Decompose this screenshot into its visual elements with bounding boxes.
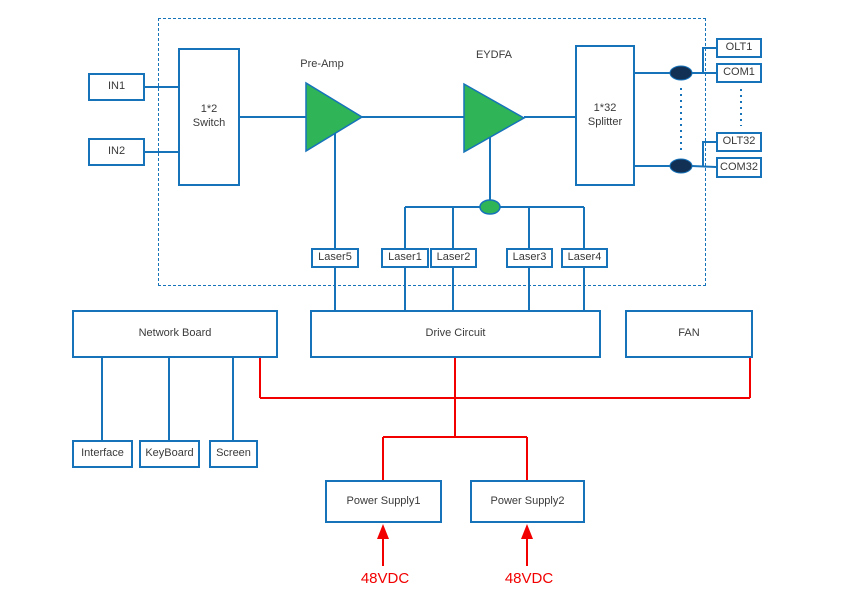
screen-box: Screen: [209, 440, 258, 468]
laser5-box: Laser5: [311, 248, 359, 268]
network-board-box: Network Board: [72, 310, 278, 358]
preamp-amplifier-icon: [305, 81, 364, 153]
interface-box: Interface: [72, 440, 133, 468]
red-power-lines: [259, 358, 751, 566]
eydfa-label: EYDFA: [475, 49, 513, 61]
switch-label-line2: Switch: [192, 117, 226, 129]
olt1-box: OLT1: [716, 38, 762, 58]
olt32-box: OLT32: [716, 132, 762, 152]
wdm-combiner-bottom-icon: [669, 158, 693, 174]
blue-connection-lines: [101, 47, 717, 440]
vdc-label-2: 48VDC: [504, 570, 554, 587]
in1-box: IN1: [88, 73, 145, 101]
laser1-box: Laser1: [381, 248, 429, 268]
eydfa-amplifier-icon: [463, 82, 526, 154]
switch-box: 1*2 Switch: [178, 48, 240, 186]
splitter-label-line1: 1*32: [593, 101, 617, 114]
com32-box: COM32: [716, 157, 762, 178]
vdc-label-1: 48VDC: [360, 570, 410, 587]
splitter-box: 1*32 Splitter: [575, 45, 635, 186]
laser4-box: Laser4: [561, 248, 608, 268]
fan-box: FAN: [625, 310, 753, 358]
laser2-box: Laser2: [430, 248, 477, 268]
power-arrow-1-icon: [377, 524, 389, 539]
drive-circuit-box: Drive Circuit: [310, 310, 601, 358]
in2-box: IN2: [88, 138, 145, 166]
preamp-label: Pre-Amp: [300, 58, 344, 70]
com1-box: COM1: [716, 63, 762, 83]
laser-coupler-node-icon: [479, 199, 501, 215]
switch-label-line1: 1*2: [200, 103, 218, 116]
wdm-combiner-top-icon: [669, 65, 693, 81]
power-supply2-box: Power Supply2: [470, 480, 585, 523]
power-arrow-2-icon: [521, 524, 533, 539]
laser3-box: Laser3: [506, 248, 553, 268]
power-supply1-box: Power Supply1: [325, 480, 442, 523]
keyboard-box: KeyBoard: [139, 440, 200, 468]
ellipsis-dotted-lines: [680, 88, 742, 152]
splitter-label-line2: Splitter: [587, 115, 623, 128]
